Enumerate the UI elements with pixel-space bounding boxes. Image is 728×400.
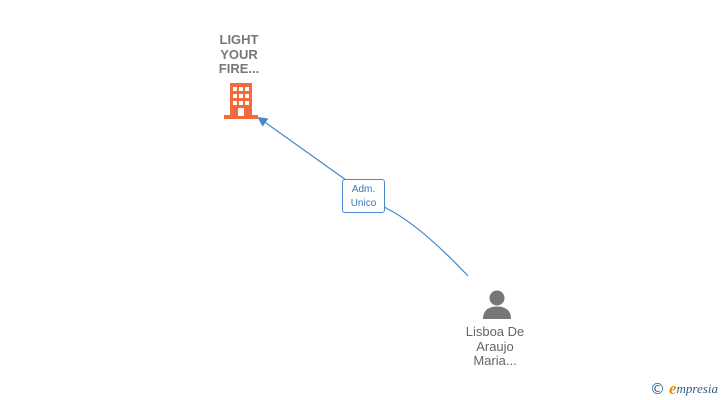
brand-name: mpresia [676, 381, 718, 396]
brand-initial: e [669, 379, 677, 398]
role-badge[interactable]: Adm. Unico [342, 179, 385, 213]
company-node-label[interactable]: LIGHT YOUR FIRE... [189, 32, 289, 77]
company-name-line-3: FIRE... [218, 61, 260, 76]
copyright-icon: © [650, 380, 665, 398]
relation-edge [257, 116, 469, 277]
company-name-line-1: LIGHT [219, 32, 259, 47]
role-line-1: Adm. [351, 184, 376, 195]
role-line-2: Unico [350, 198, 377, 209]
brand-watermark: © e mpresia [650, 379, 718, 399]
building-icon[interactable] [224, 83, 258, 119]
person-name-line-1: Lisboa De [465, 324, 525, 339]
person-name-line-2: Araujo [476, 338, 514, 354]
person-node-label[interactable]: Lisboa De Araujo Maria... [445, 324, 545, 369]
person-name-line-3: Maria... [473, 353, 517, 368]
person-icon[interactable] [481, 289, 513, 319]
company-name-line-2: YOUR [220, 46, 258, 62]
